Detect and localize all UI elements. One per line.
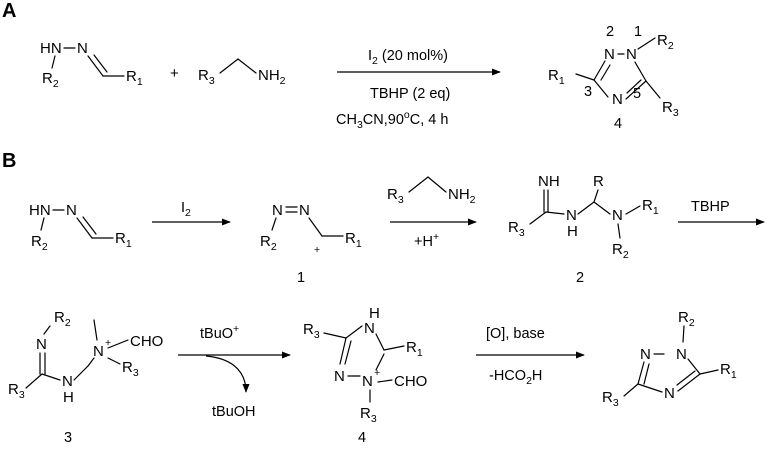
h-label: H	[63, 389, 74, 406]
n-label: N	[62, 373, 73, 390]
pos-2-label: 2	[606, 24, 614, 40]
triazole-product-b: R2 N N R1 R3 N	[602, 309, 737, 409]
n-plus-label: N	[93, 343, 104, 360]
condition-oxidant: TBHP (2 eq)	[370, 86, 450, 102]
r3-label: R3	[198, 67, 215, 87]
step5-top: [O], base	[486, 326, 545, 342]
plus-charge: +	[105, 337, 111, 349]
n-top-label: N	[676, 346, 687, 363]
pos-3-label: 3	[584, 84, 592, 100]
r3-label: R3	[360, 405, 377, 425]
condition-solvent: CH3CN,90oC, 4 h	[336, 109, 448, 131]
n1-label: N	[626, 46, 637, 63]
r3-label: R3	[303, 321, 320, 341]
n-left-label: N	[640, 346, 651, 363]
nh2-label: NH2	[448, 186, 476, 206]
triazole-product-a: 2 1 N N R2 R1 3 N 5 R3 4	[548, 24, 679, 132]
compound-label-2: 2	[576, 270, 584, 286]
n-label: N	[77, 40, 88, 57]
carbocation-plus: +	[314, 244, 320, 256]
r3-label: R3	[508, 219, 525, 239]
hydrazone-b: HN N R2 R1	[29, 202, 132, 253]
r2-label: R2	[31, 233, 48, 253]
cho-label: CHO	[130, 333, 163, 350]
r1-label: R1	[115, 230, 132, 250]
compound-label-3: 3	[64, 430, 72, 446]
hn-label: HN	[29, 202, 51, 219]
nh-n-label: N	[364, 320, 375, 337]
r1-label: R1	[642, 197, 659, 217]
nh2-label: NH2	[258, 67, 286, 87]
r2-label: R2	[657, 32, 674, 52]
proton-label: +H+	[414, 231, 439, 250]
n-label: N	[66, 202, 77, 219]
n-label: N	[566, 207, 577, 224]
n-plus-label: N	[362, 373, 373, 390]
intermediate-2: NH R3 N H R N R1 R2 2	[508, 173, 659, 286]
intermediate-1: N N R2 + R1 1	[260, 202, 362, 286]
r-label: R	[593, 173, 604, 190]
r1-label: R1	[345, 230, 362, 250]
step4-reagent: tBuO+	[200, 323, 239, 342]
byproduct-curve	[205, 355, 250, 393]
h-label: H	[567, 223, 578, 240]
pos-1-label: 1	[634, 24, 642, 40]
panel-label-a: A	[2, 0, 16, 22]
intermediate-3: R2 N R3 N H N + CHO R3 3	[8, 309, 163, 446]
panel-label-b: B	[2, 150, 16, 172]
n2-label: N	[604, 46, 615, 63]
r3-label: R3	[122, 359, 139, 379]
r3-label: R3	[387, 186, 404, 206]
r1-label: R1	[720, 361, 737, 381]
hydrazone-a: HN N R2 R1	[40, 40, 143, 90]
r2-label: R2	[42, 70, 59, 90]
step1-reagent: I2	[181, 200, 191, 219]
pos-5-label: 5	[633, 86, 641, 102]
amine-a: R3 NH2	[198, 58, 286, 87]
condition-catalyst: I2 (20 mol%)	[368, 48, 448, 67]
r1-label: R1	[548, 67, 565, 87]
intermediate-4: R3 N H R1 N N + CHO R3 4	[303, 305, 427, 446]
r3-label: R3	[8, 381, 25, 401]
n-left-label: N	[334, 368, 345, 385]
r1-label: R1	[406, 339, 423, 359]
hn-label: HN	[40, 40, 62, 57]
plus-sign: +	[170, 65, 179, 82]
n-bottom-label: N	[664, 385, 675, 402]
r3-label: R3	[662, 99, 679, 119]
n-label: N	[612, 207, 623, 224]
r2-label: R2	[612, 241, 629, 261]
r3-label: R3	[602, 389, 619, 409]
r2-label: R2	[260, 233, 277, 253]
r2-label: R2	[678, 309, 695, 329]
r2-label: R2	[54, 309, 71, 329]
step4-byproduct: tBuOH	[212, 404, 256, 420]
compound-label-4: 4	[358, 430, 366, 446]
step2-amine: R3 NH2	[387, 176, 476, 206]
cho-label: CHO	[394, 373, 427, 390]
n-imine-label: N	[36, 336, 47, 353]
r1-label: R1	[126, 68, 143, 88]
n4-label: N	[612, 91, 623, 108]
n-label: N	[299, 202, 310, 219]
step3-reagent: TBHP	[691, 199, 730, 215]
step5-bottom: -HCO2H	[489, 368, 542, 387]
n-label: N	[272, 202, 283, 219]
nh-label: NH	[538, 173, 560, 190]
compound-label-1: 1	[297, 270, 305, 286]
plus-charge: +	[374, 367, 380, 379]
nh-h-label: H	[369, 305, 380, 322]
pos-4-label: 4	[614, 116, 622, 132]
